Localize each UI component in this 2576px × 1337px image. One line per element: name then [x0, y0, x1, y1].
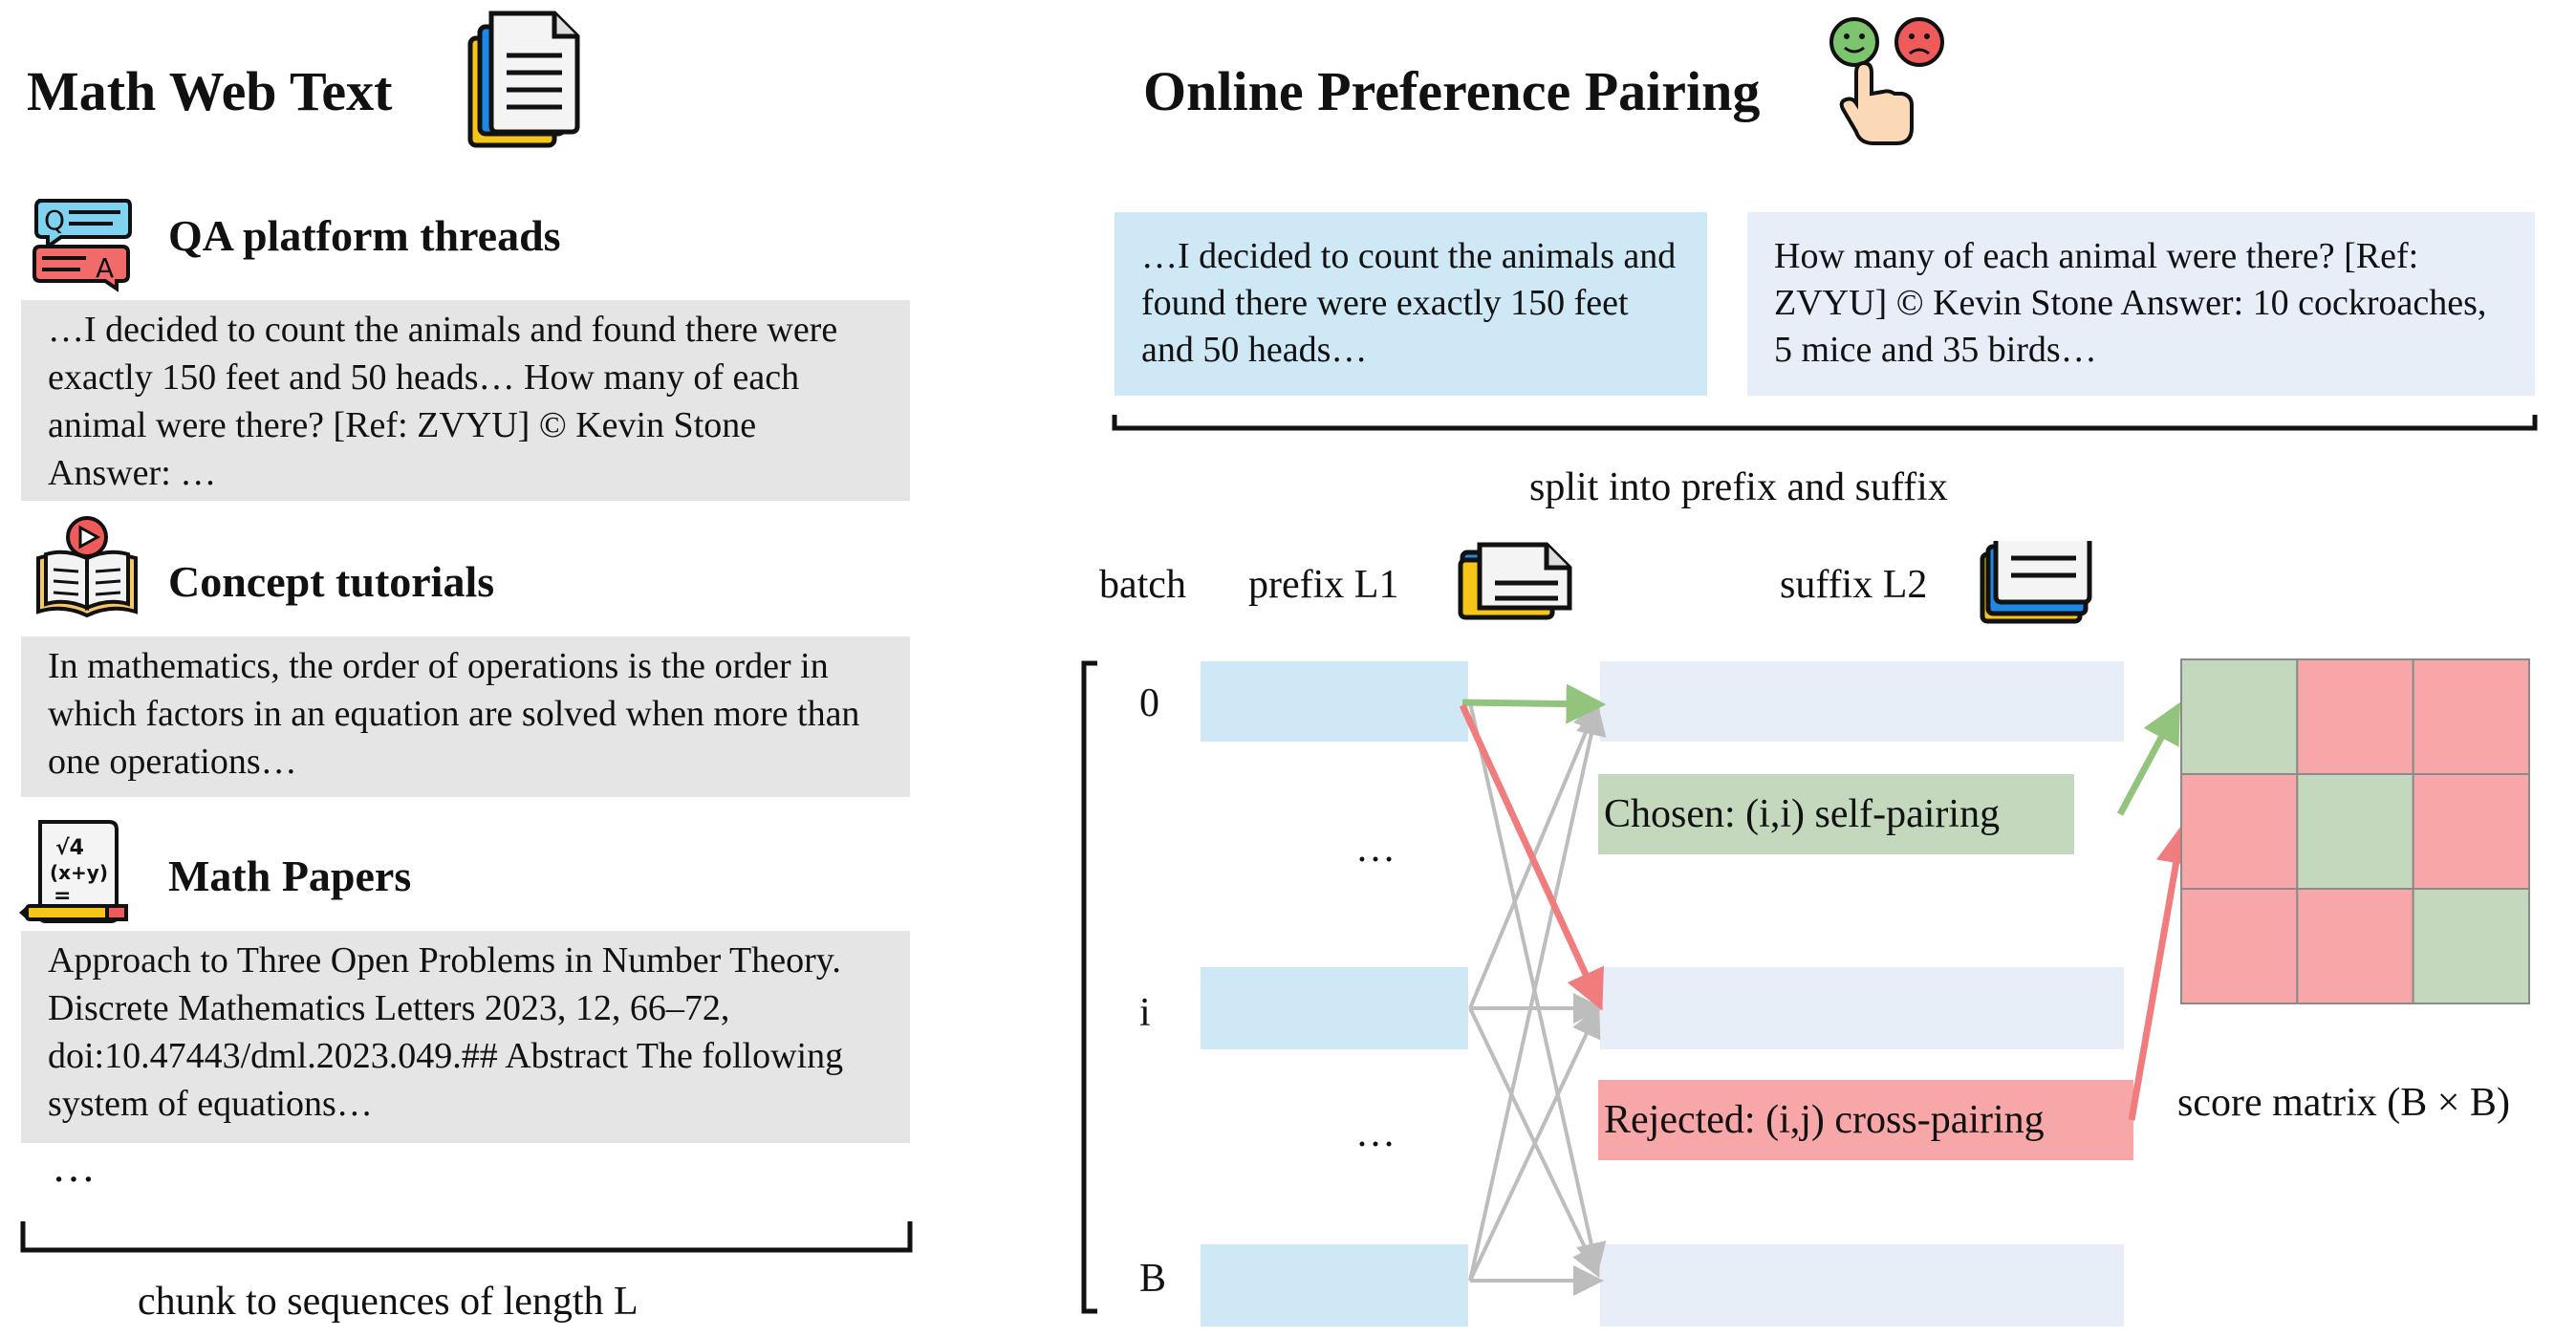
source-name-tutorials: Concept tutorials	[168, 557, 495, 606]
matrix-cell-chosen	[2412, 888, 2531, 1004]
document-stack-icon	[467, 11, 580, 148]
batch-label: batch	[1099, 563, 1186, 607]
matrix-cell-rejected	[2412, 658, 2531, 775]
arrow-chosen-to-matrix	[2116, 701, 2180, 816]
suffix-bar-0	[1600, 661, 2124, 742]
arrow-0-to-b	[1468, 701, 1607, 1274]
suffix-document-icon	[1980, 541, 2092, 624]
arrow-b-to-i	[1468, 1005, 1601, 1282]
left-ellipsis: …	[52, 1142, 96, 1191]
arrow-chosen-0-to-0	[1461, 683, 1607, 724]
arrow-b-to-0	[1468, 704, 1607, 1282]
prefix-document-icon	[1458, 542, 1572, 620]
row-index-0: 0	[1139, 681, 1159, 725]
chosen-tag: Chosen: (i,i) self-pairing	[1598, 774, 2074, 854]
matrix-cell-rejected	[2296, 658, 2414, 775]
prefix-label: prefix L1	[1248, 563, 1399, 607]
batch-dots-lower: …	[1355, 1111, 1396, 1155]
source-text-tutorials: In mathematics, the order of operations …	[21, 636, 910, 797]
matrix-cell-chosen	[2296, 773, 2414, 890]
suffix-bar-b	[1600, 1244, 2124, 1326]
matrix-cell-rejected	[2296, 888, 2414, 1004]
split-caption: split into prefix and suffix	[1529, 465, 1948, 509]
left-caption: chunk to sequences of length L	[138, 1280, 639, 1324]
svg-text:√4: √4	[55, 836, 84, 860]
row-index-i: i	[1139, 991, 1151, 1035]
svg-text:=: =	[54, 884, 71, 908]
preference-hand-icon	[1829, 17, 1944, 145]
source-text-papers: Approach to Three Open Problems in Numbe…	[21, 931, 910, 1143]
arrow-i-to-b	[1468, 1007, 1601, 1279]
matrix-cell-rejected	[2180, 773, 2299, 890]
batch-dots-upper: …	[1355, 827, 1396, 871]
row-index-b: B	[1139, 1257, 1167, 1301]
svg-text:Q: Q	[44, 205, 65, 236]
prefix-bar-i	[1201, 967, 1468, 1049]
matrix-cell-rejected	[2412, 773, 2531, 890]
rejected-label: Rejected: (i,j) cross-pairing	[1604, 1098, 2045, 1142]
prefix-bar-0	[1201, 661, 1468, 742]
qa-chat-icon: Q A	[32, 199, 132, 292]
prefix-bar-b	[1201, 1244, 1468, 1326]
arrow-rejected-to-matrix	[2128, 823, 2197, 1121]
suffix-snippet: How many of each animal were there? [Ref…	[1747, 212, 2535, 396]
matrix-cell-chosen	[2180, 658, 2299, 775]
source-text-qa: …I decided to count the animals and foun…	[21, 300, 910, 501]
score-matrix	[2180, 658, 2531, 1004]
source-name-qa: QA platform threads	[168, 211, 561, 260]
suffix-bar-i	[1600, 967, 2124, 1049]
matrix-cell-rejected	[2180, 888, 2299, 1004]
math-paper-icon: √4 (x+y) =	[19, 820, 128, 923]
video-book-icon	[36, 516, 138, 618]
matrix-caption: score matrix (B × B)	[2177, 1081, 2510, 1125]
svg-text:A: A	[96, 252, 114, 284]
left-title: Math Web Text	[27, 60, 393, 122]
source-name-papers: Math Papers	[168, 852, 412, 900]
prefix-snippet: …I decided to count the animals and foun…	[1115, 212, 1707, 396]
svg-text:(x+y): (x+y)	[50, 861, 108, 884]
rejected-tag: Rejected: (i,j) cross-pairing	[1598, 1080, 2133, 1160]
arrow-rejected-0-to-i	[1459, 703, 1604, 1011]
right-title: Online Preference Pairing	[1143, 60, 1761, 122]
chosen-label: Chosen: (i,i) self-pairing	[1604, 792, 2001, 836]
suffix-label: suffix L2	[1780, 563, 1928, 607]
